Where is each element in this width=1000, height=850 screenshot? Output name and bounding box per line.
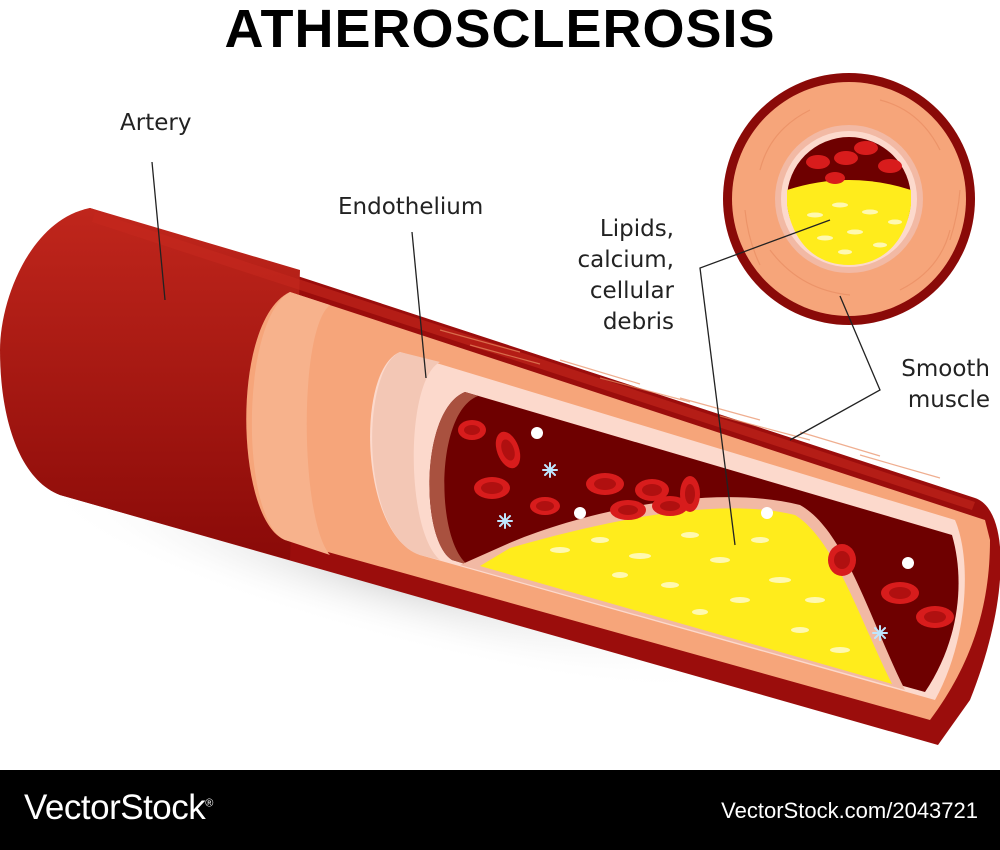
red-blood-cell-icon (458, 420, 486, 440)
red-blood-cell-icon (916, 606, 954, 628)
label-lipids: Lipids, calcium, cellular debris (540, 214, 674, 338)
leader-lipids (699, 219, 831, 546)
red-blood-cell-icon (586, 473, 624, 495)
footer-brand-suffix: ® (205, 797, 213, 810)
artery-outer-highlight (92, 212, 975, 510)
platelet-icon-group (497, 462, 888, 641)
page-title: ATHEROSCLEROSIS (224, 0, 776, 59)
cross-section-inset (723, 73, 975, 325)
platelet-icon (542, 462, 558, 478)
red-blood-cell-icon (881, 582, 919, 604)
inset-red-cells (806, 141, 902, 184)
red-blood-cell-icon (635, 479, 669, 501)
platelet-icon (497, 513, 513, 529)
white-blood-cell-icon (902, 557, 914, 569)
red-blood-cell-icon (474, 477, 510, 499)
leader-endothelium (411, 231, 427, 379)
red-blood-cell-icon-group (458, 420, 954, 628)
red-blood-cell-icon (610, 500, 646, 520)
red-blood-cell-icon (495, 431, 521, 469)
label-lipids-line: cellular (589, 278, 674, 304)
white-blood-cell-icon (574, 507, 586, 519)
plaque-speckles (550, 532, 850, 653)
white-blood-cell-icon (531, 427, 543, 439)
lumen-inner-rim (429, 392, 478, 565)
label-smooth-muscle: Smooth muscle (870, 354, 990, 416)
label-lipids-line: debris (602, 309, 674, 335)
label-artery: Artery (120, 110, 192, 136)
plaque-deposit (480, 508, 892, 684)
footer-bar: VectorStock® VectorStock.com/2043721 (0, 770, 1000, 850)
red-blood-cell-icon (652, 496, 688, 516)
footer-brand[interactable]: VectorStock® (24, 788, 213, 828)
label-lipids-line: Lipids, (599, 216, 674, 242)
label-endothelium: Endothelium (338, 194, 484, 220)
muscle-layer-shade (251, 292, 330, 555)
red-blood-cell-icon (680, 476, 700, 512)
endothelium-edge (372, 352, 440, 560)
label-lipids-line: calcium, (577, 247, 674, 273)
leader-smooth-muscle (789, 295, 881, 441)
label-smooth-line: Smooth (901, 356, 990, 382)
red-blood-cell-icon (828, 544, 856, 576)
label-smooth-line: muscle (907, 387, 990, 413)
footer-brand-text: VectorStock (24, 788, 206, 827)
footer-url[interactable]: VectorStock.com/2043721 (721, 798, 978, 823)
white-blood-cell-icon (761, 507, 773, 519)
leader-artery (151, 161, 166, 301)
platelet-icon (872, 625, 888, 641)
red-blood-cell-icon (530, 497, 560, 515)
artery-end-cap (0, 208, 300, 560)
white-blood-cell-icon-group (531, 427, 914, 569)
leader-lines (151, 161, 881, 546)
